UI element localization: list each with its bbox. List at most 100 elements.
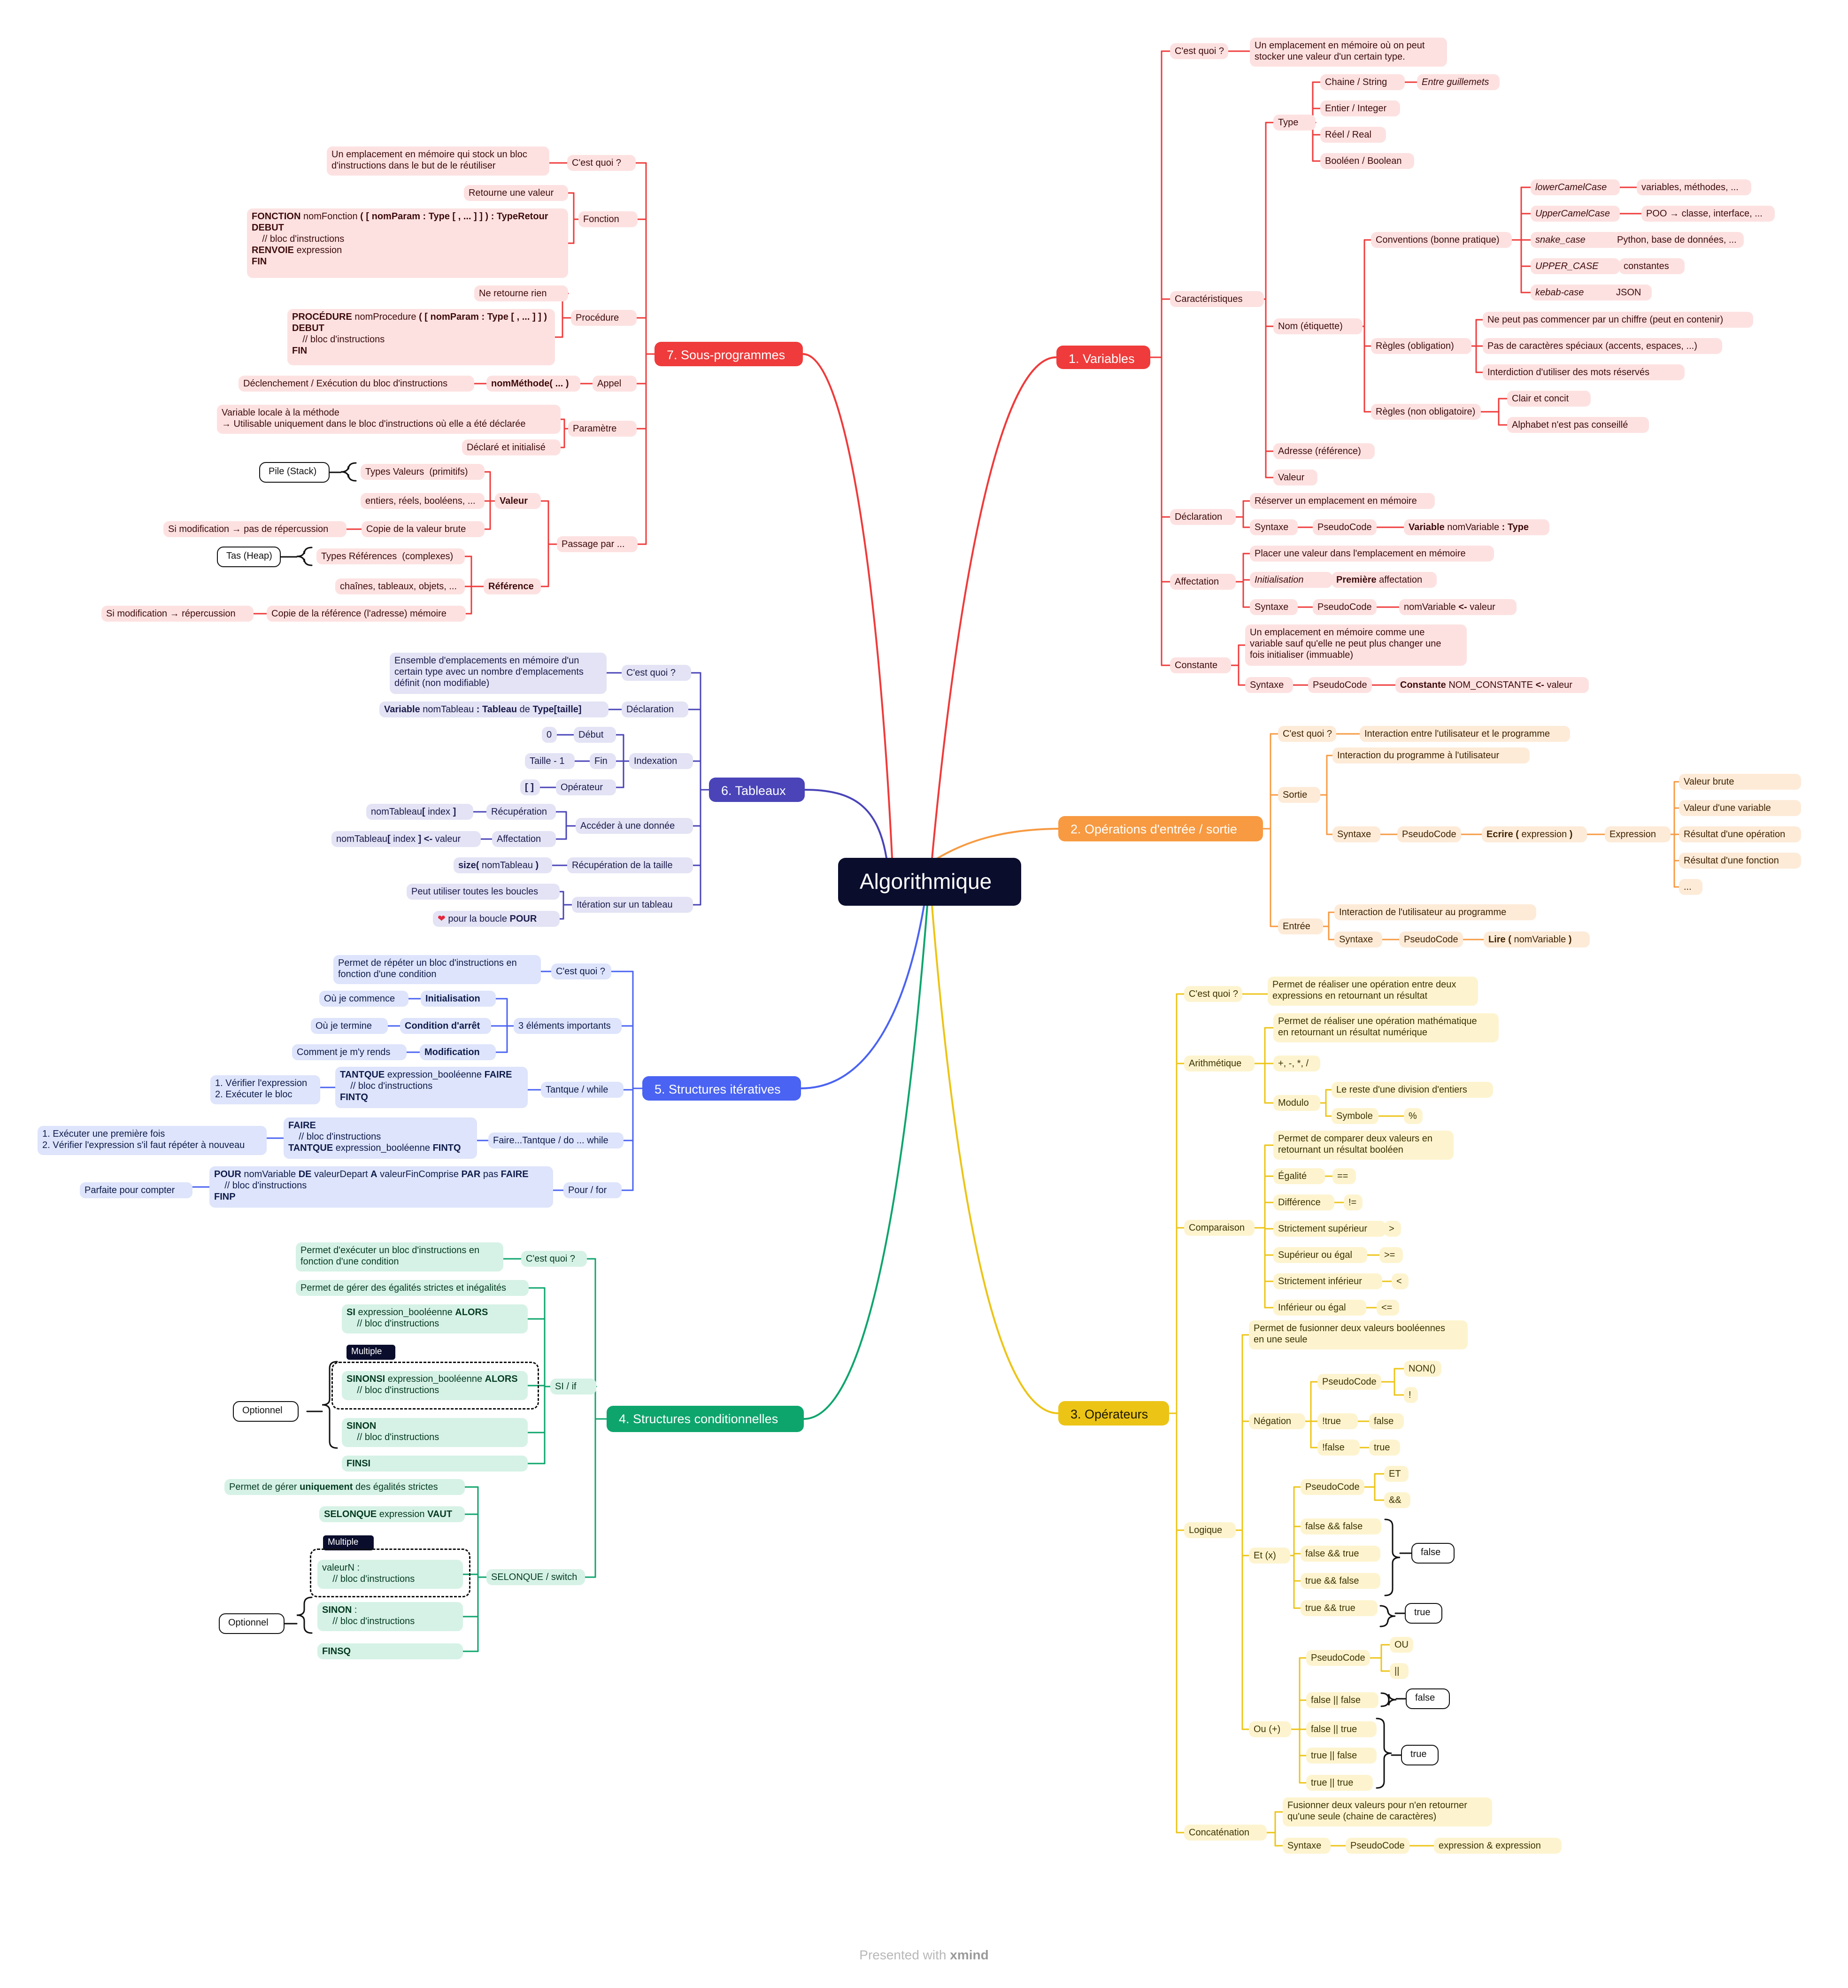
sq-multiple[interactable]: Multiple [323,1535,374,1550]
branch-io[interactable]: 2. Opérations d'entrée / sortie [1058,816,1263,841]
neg-nt-v[interactable]: false [1369,1413,1404,1429]
oblig-2[interactable]: Interdiction d'utiliser des mots réservé… [1483,364,1685,380]
et-case-0[interactable]: false && false [1301,1518,1381,1534]
ou-case-2[interactable]: true || false [1306,1748,1377,1764]
et-word[interactable]: ET [1384,1466,1409,1482]
branch-subs[interactable]: 7. Sous-programmes [654,342,803,366]
ou-pc[interactable]: PseudoCode [1306,1650,1370,1666]
it-cond[interactable]: Condition d'arrêt [400,1018,491,1034]
const-syntaxe[interactable]: Syntaxe [1245,677,1293,693]
oblig-0[interactable]: Ne peut pas commencer par un chiffre (pe… [1483,312,1753,328]
var-nonoblig[interactable]: Règles (non obligatoire) [1371,404,1481,420]
io-ecrire[interactable]: Ecrire ( expression ) [1482,826,1587,842]
fn-ret[interactable]: Retourne une valeur [464,185,568,201]
arr-zero[interactable]: 0 [542,727,557,743]
sub-fn[interactable]: Fonction [578,211,638,227]
pour-note[interactable]: Parfaite pour compter [80,1182,192,1198]
iter-trois[interactable]: 3 éléments importants [514,1018,622,1034]
ref-copy[interactable]: Copie de la référence (l'adresse) mémoir… [267,606,466,622]
comp-name-3[interactable]: Supérieur ou égal [1273,1247,1367,1263]
var-decl[interactable]: Déclaration [1170,509,1236,525]
ou-word[interactable]: OU [1390,1637,1413,1653]
pour-code[interactable]: POUR nomVariable DE valeurDepart A valeu… [209,1166,553,1208]
et-true[interactable]: true [1405,1603,1442,1624]
cond-sq[interactable]: SELONQUE / switch [486,1569,585,1585]
io-sortie-def[interactable]: Interaction du programme à l'utilisateur [1332,747,1530,763]
concat-def[interactable]: Fusionner deux valeurs pour n'en retourn… [1283,1797,1492,1826]
fn-code[interactable]: FONCTION nomFonction ( [ nomParam : Type… [247,208,568,278]
ops-log[interactable]: Logique [1184,1522,1236,1538]
conv-use-0[interactable]: variables, méthodes, ... [1637,179,1751,195]
it-init-d[interactable]: Où je commence [319,991,408,1007]
sub-cest-def[interactable]: Un emplacement en mémoire qui stock un b… [327,146,549,176]
comp-sym-0[interactable]: == [1332,1168,1356,1184]
mod-sym[interactable]: Symbole [1332,1108,1378,1124]
var-type-2[interactable]: Réel / Real [1320,127,1386,143]
ref-mod[interactable]: Si modification → répercussion [101,606,254,622]
comp-name-2[interactable]: Strictement supérieur [1273,1221,1386,1237]
iter-cest[interactable]: C'est quoi ? [551,963,611,979]
const-pc[interactable]: PseudoCode [1308,677,1372,693]
conv-use-1[interactable]: POO → classe, interface, ... [1641,206,1775,222]
conv-name-2[interactable]: snake_case [1531,232,1620,248]
arr-fin[interactable]: Fin [590,753,616,769]
neg-nt[interactable]: !true [1317,1413,1358,1429]
arith-mod[interactable]: Modulo [1273,1095,1320,1111]
arr-size[interactable]: size( nomTableau ) [454,857,552,873]
tas[interactable]: Tas (Heap) [217,547,281,567]
ref-ex[interactable]: chaînes, tableaux, objets, ... [335,578,465,594]
io-expr-3[interactable]: Résultat d'une fonction [1679,853,1801,869]
var-type-3[interactable]: Booléen / Boolean [1320,153,1414,169]
val-copy[interactable]: Copie de la valeur brute [362,521,485,537]
decl-reserve[interactable]: Réserver un emplacement en mémoire [1250,493,1435,509]
io-expr[interactable]: Expression [1605,826,1671,842]
branch-cond[interactable]: 4. Structures conditionnelles [607,1406,804,1432]
acc-recup[interactable]: Récupération [486,804,556,820]
neg-nf-v[interactable]: true [1369,1440,1400,1456]
conv-use-2[interactable]: Python, base de données, ... [1612,232,1744,248]
var-cest-def[interactable]: Un emplacement en mémoire où on peut sto… [1250,38,1447,67]
io-pc[interactable]: PseudoCode [1397,826,1461,842]
et-sym[interactable]: && [1384,1492,1410,1508]
sq-def[interactable]: Permet de gérer uniquement des égalités … [224,1479,465,1495]
si-optionnel[interactable]: Optionnel [233,1401,299,1422]
comp-name-0[interactable]: Égalité [1273,1168,1325,1184]
ou-true[interactable]: true [1401,1745,1439,1765]
arr-brackets[interactable]: [ ] [520,779,540,795]
mod-pct[interactable]: % [1404,1108,1423,1124]
oblig-1[interactable]: Pas de caractères spéciaux (accents, esp… [1483,338,1722,354]
var-conv[interactable]: Conventions (bonne pratique) [1371,232,1512,248]
cond-si[interactable]: SI / if [550,1379,596,1395]
arr-iter-pour[interactable]: ❤ pour la boucle POUR [433,911,560,927]
const-def[interactable]: Un emplacement en mémoire comme une vari… [1245,624,1467,666]
conv-use-4[interactable]: JSON [1611,285,1652,301]
si-sinonsi[interactable]: SINONSI expression_booléenne ALORS // bl… [342,1371,528,1400]
arith-ops[interactable]: +, -, *, / [1273,1056,1320,1071]
var-adresse[interactable]: Adresse (référence) [1273,443,1375,459]
concat-syn[interactable]: Syntaxe [1283,1838,1331,1854]
io-expr-4[interactable]: ... [1679,879,1702,895]
const-code[interactable]: Constante NOM_CONSTANTE <- valeur [1395,677,1589,693]
acc-aff-code[interactable]: nomTableau[ index ] <- valeur [331,831,481,847]
io-sortie[interactable]: Sortie [1278,787,1320,803]
concat-code[interactable]: expression & expression [1434,1838,1562,1854]
ops-arith[interactable]: Arithmétique [1184,1056,1255,1071]
io-entree-def[interactable]: Interaction de l'utilisateur au programm… [1334,904,1536,920]
sub-passage[interactable]: Passage par ... [557,536,638,552]
sub-cest[interactable]: C'est quoi ? [567,155,636,171]
var-type[interactable]: Type [1273,115,1316,131]
aff-init[interactable]: Initialisation [1250,572,1332,588]
central-topic[interactable]: Algorithmique [838,858,1021,906]
sq-code[interactable]: SELONQUE expression VAUT [319,1506,465,1522]
var-carac[interactable]: Caractéristiques [1170,291,1264,307]
comp-name-1[interactable]: Différence [1273,1194,1334,1210]
appel-code[interactable]: nomMéthode( ... ) [486,376,580,392]
io-lire[interactable]: Lire ( nomVariable ) [1484,932,1590,948]
sq-sinon[interactable]: SINON : // bloc d'instructions [317,1602,463,1631]
var-type-1[interactable]: Entier / Integer [1320,100,1400,116]
iter-faire[interactable]: Faire...Tantque / do ... while [488,1133,624,1148]
sub-param[interactable]: Paramètre [568,421,637,437]
log-et[interactable]: Et (x) [1249,1548,1290,1564]
io-syntaxe2[interactable]: Syntaxe [1334,932,1382,948]
ops-cest-def[interactable]: Permet de réaliser une opération entre d… [1268,977,1478,1006]
